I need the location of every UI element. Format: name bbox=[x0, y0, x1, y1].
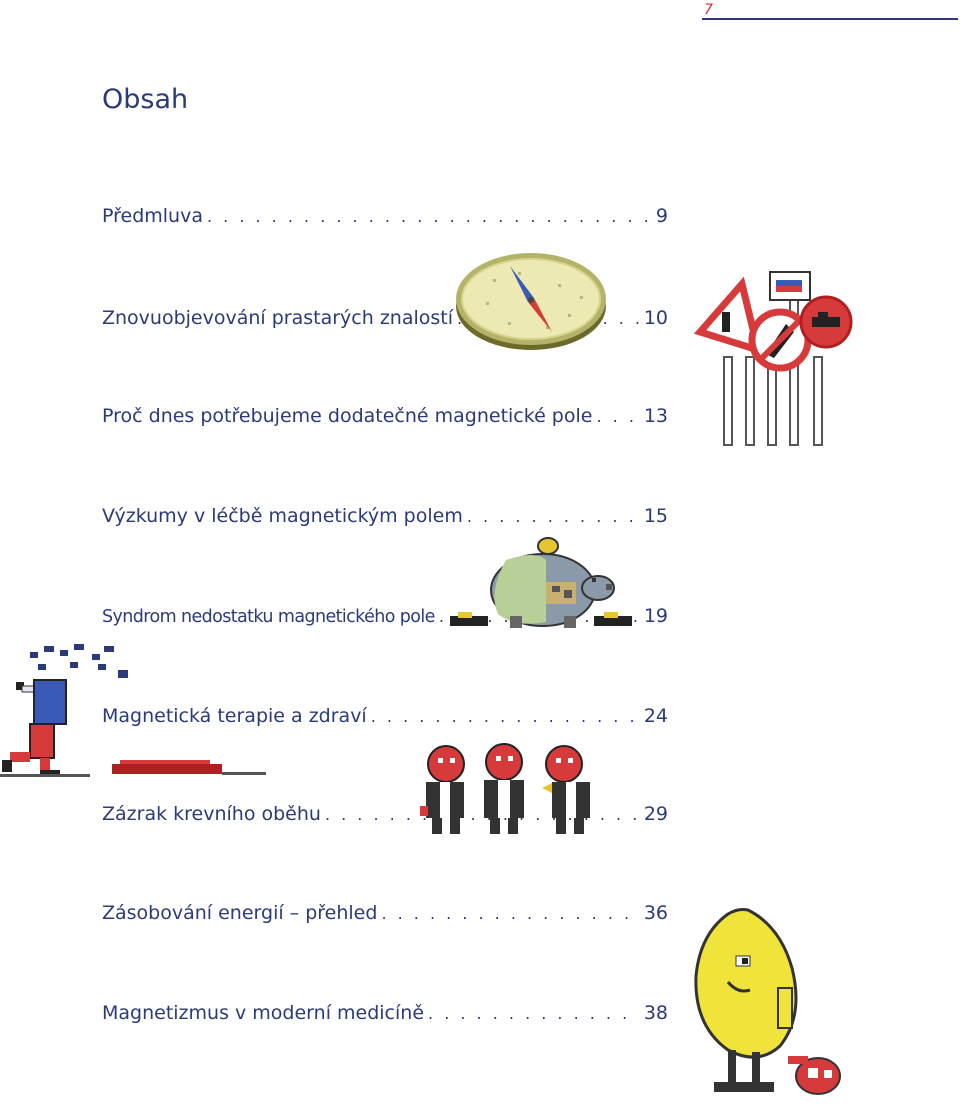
toc-entry-label: Předmluva bbox=[102, 205, 203, 227]
toc-entry-page: 15 bbox=[643, 505, 668, 527]
traffic-signs-illustration bbox=[694, 271, 853, 446]
lemon-figure-illustration bbox=[694, 908, 841, 1095]
three-blood-cells-illustration bbox=[420, 743, 590, 834]
toc-entry-page: 24 bbox=[643, 705, 668, 727]
toc-entry-magnetizmus[interactable]: Magnetizmus v moderní medicíně 38 bbox=[102, 1000, 668, 1027]
toc-entry-vyzkumy[interactable]: Výzkumy v léčbě magnetickým polem 15 bbox=[102, 503, 668, 530]
toc-entry-page: 9 bbox=[655, 205, 668, 227]
toc-entry-page: 10 bbox=[643, 307, 668, 329]
compass-illustration bbox=[456, 253, 606, 350]
toc-entry-zasobovani[interactable]: Zásobování energií – přehled 36 bbox=[102, 900, 668, 927]
toc-leader-dots bbox=[371, 704, 640, 730]
toc-entry-page: 38 bbox=[643, 1002, 668, 1024]
toc-leader-dots bbox=[381, 901, 639, 927]
toc-entry-label: Magnetizmus v moderní medicíně bbox=[102, 1002, 425, 1024]
page-title: Obsah bbox=[102, 84, 189, 115]
toc-entry-proc-dnes[interactable]: Proč dnes potřebujeme dodatečné magnetic… bbox=[102, 403, 668, 430]
running-figure-illustration bbox=[0, 644, 266, 777]
toc-entry-page: 36 bbox=[643, 902, 668, 924]
toc-entry-label: Magnetická terapie a zdraví bbox=[102, 705, 367, 727]
toc-entry-label: Syndrom nedostatku magnetického pole bbox=[102, 607, 435, 627]
toc-entry-label: Zázrak krevního oběhu bbox=[102, 803, 321, 825]
toc-entry-znovuobjevovani[interactable]: Znovuobjevování prastarých znalostí 10 bbox=[102, 305, 668, 332]
toc-entry-magneticka-terapie[interactable]: Magnetická terapie a zdraví 24 bbox=[102, 703, 668, 730]
toc-entry-syndrom[interactable]: Syndrom nedostatku magnetického pole 19 bbox=[102, 603, 668, 630]
toc-leader-dots bbox=[467, 504, 640, 530]
toc-entry-page: 19 bbox=[643, 605, 668, 627]
toc-entry-page: 13 bbox=[643, 405, 668, 427]
page-number: 7 bbox=[702, 0, 958, 20]
toc-entry-label: Výzkumy v léčbě magnetickým polem bbox=[102, 505, 463, 527]
toc-leader-dots bbox=[207, 204, 652, 230]
toc-entry-label: Proč dnes potřebujeme dodatečné magnetic… bbox=[102, 405, 593, 427]
toc-entry-predmluva[interactable]: Předmluva 9 bbox=[102, 203, 668, 230]
toc-entry-label: Zásobování energií – přehled bbox=[102, 902, 378, 924]
toc-entry-page: 29 bbox=[643, 803, 668, 825]
toc-leader-dots bbox=[428, 1001, 640, 1027]
toc-leader-dots bbox=[596, 404, 639, 430]
toc-entry-label: Znovuobjevování prastarých znalostí bbox=[102, 307, 454, 329]
toc-entry-zazrak[interactable]: Zázrak krevního oběhu 29 bbox=[102, 801, 668, 828]
piggy-bank-illustration bbox=[450, 537, 632, 628]
